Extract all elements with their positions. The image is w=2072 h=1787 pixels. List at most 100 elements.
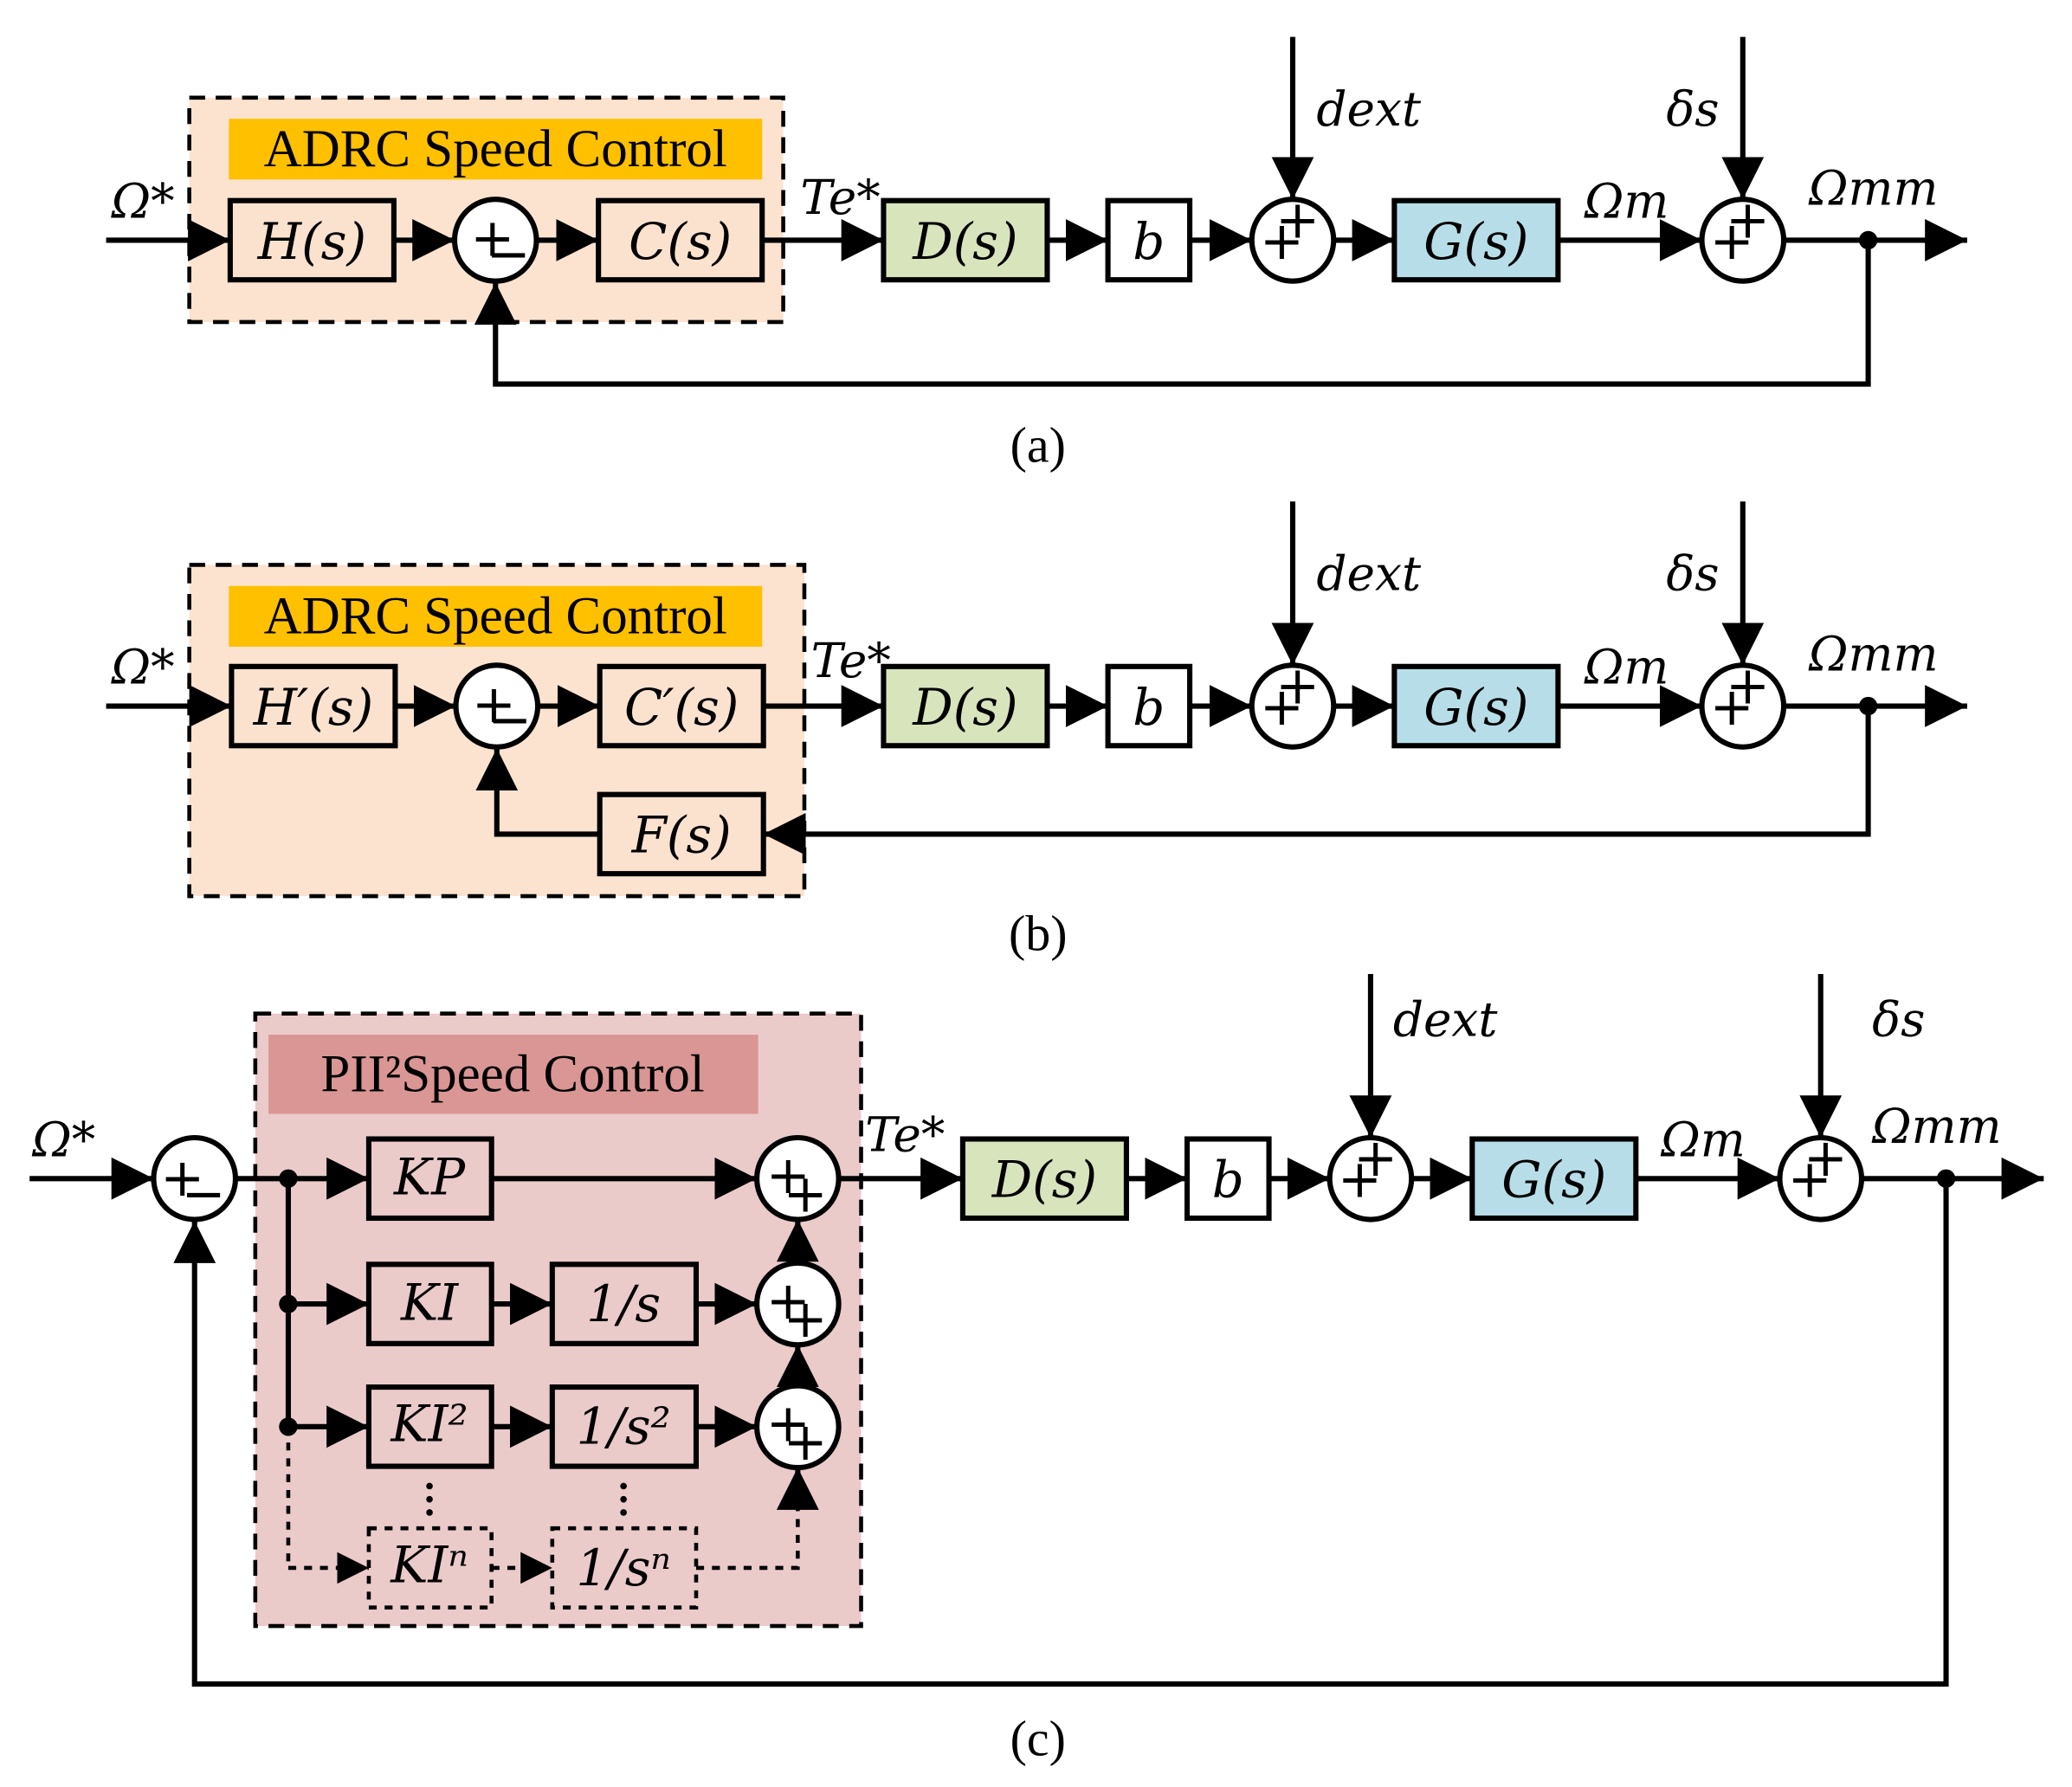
- g-block-c: [1469, 1136, 1639, 1222]
- g-label-a: G(s): [1423, 212, 1528, 271]
- c-label-a: C(s): [629, 212, 732, 271]
- intn-block: [550, 1526, 699, 1610]
- plus-sign: +: [1260, 210, 1304, 272]
- dext-label-b: dext: [1316, 545, 1422, 601]
- ellipsis-dot: [620, 1495, 627, 1503]
- d-label-b: D(s): [912, 678, 1017, 737]
- caption-b: (b): [1009, 906, 1068, 962]
- branch-dot-1: [279, 1169, 298, 1188]
- plus-sign: +: [1338, 1149, 1382, 1210]
- plus-sign: +: [470, 208, 514, 269]
- ellipsis-dot: [620, 1509, 627, 1516]
- h-label-a: H(s): [257, 212, 366, 271]
- g-label-b: G(s): [1423, 678, 1528, 737]
- dext-label-a: dext: [1316, 81, 1422, 137]
- int1-label: 1/s: [586, 1274, 661, 1333]
- plus-sign: +: [1804, 1127, 1848, 1189]
- input-omega-star-b: Ω*: [111, 640, 175, 695]
- ki-block: [365, 1261, 494, 1346]
- plus-sign: +: [1788, 1149, 1832, 1210]
- input-omega-star-c: Ω*: [31, 1112, 95, 1167]
- d-block-b: [881, 663, 1050, 749]
- adrc-title-bg-a: [229, 119, 763, 180]
- c-prime-label-b: C′(s): [624, 678, 739, 737]
- plus-sign: +: [472, 674, 516, 735]
- caption-a: (a): [1010, 417, 1066, 474]
- kp-label: KP: [393, 1148, 466, 1207]
- plus-sign: +: [784, 1411, 828, 1473]
- plus-sign: +: [1710, 676, 1754, 738]
- panel-b: ADRC Speed Control Ω* H′(s) + − C′(s) F(…: [106, 501, 1967, 962]
- h-prime-block-b: [229, 663, 398, 749]
- ellipsis-dot: [426, 1495, 433, 1503]
- te-star-c: Te*: [865, 1106, 945, 1162]
- plus-sign: +: [1710, 210, 1754, 272]
- ki-label: KI: [400, 1273, 459, 1332]
- te-star-b: Te*: [811, 633, 891, 688]
- d-label-c: D(s): [991, 1151, 1097, 1210]
- plus-sign: +: [766, 1270, 810, 1332]
- pickoff-dot-a: [1858, 230, 1878, 250]
- g-block-b: [1391, 663, 1561, 749]
- b-label-a: b: [1133, 212, 1165, 271]
- kin-label: KIⁿ: [390, 1536, 468, 1595]
- intn-label: 1/sⁿ: [576, 1539, 671, 1597]
- ellipsis-dot: [620, 1482, 627, 1490]
- d-label-a: D(s): [912, 212, 1017, 271]
- omega-m-c: Ωm: [1660, 1112, 1746, 1167]
- minus-sign: −: [181, 1163, 225, 1224]
- delta-s-label-a: δs: [1666, 81, 1719, 137]
- omega-m-b: Ωm: [1584, 640, 1669, 695]
- c-prime-block-b: [597, 663, 766, 749]
- plus-sign: +: [160, 1147, 204, 1209]
- adrc-title-bg-b: [229, 585, 763, 647]
- omega-m-a: Ωm: [1584, 174, 1669, 229]
- b-label-c: b: [1212, 1151, 1244, 1210]
- omega-mm-b: Ωmm: [1808, 626, 1939, 681]
- plus-sign: +: [1726, 189, 1770, 250]
- input-omega-star-a: Ω*: [111, 174, 175, 229]
- branch-dot-2: [279, 1294, 298, 1313]
- minus-sign: −: [487, 223, 531, 285]
- plus-sign: +: [1726, 655, 1770, 716]
- kin-block: [366, 1526, 494, 1610]
- b-block-a: [1105, 197, 1193, 283]
- sum-junction-1-a: [451, 197, 539, 284]
- kp-block: [365, 1136, 494, 1222]
- adrc-title-b: ADRC Speed Control: [264, 588, 727, 646]
- branch-dot-3: [279, 1417, 298, 1436]
- plus-sign: +: [784, 1163, 828, 1224]
- adrc-title-a: ADRC Speed Control: [264, 120, 727, 178]
- te-star-a: Te*: [800, 170, 880, 225]
- plus-sign: +: [766, 1393, 810, 1455]
- pickoff-dot-b: [1858, 696, 1878, 716]
- delta-s-label-c: δs: [1872, 992, 1925, 1048]
- ellipsis-dot: [426, 1509, 433, 1516]
- g-label-c: G(s): [1501, 1151, 1606, 1210]
- dext-label-c: dext: [1393, 992, 1499, 1048]
- plus-sign: +: [784, 1288, 828, 1350]
- b-block-c: [1184, 1136, 1272, 1222]
- panel-c: PII²Speed Control Ω* + − KP + + KI 1/s +…: [29, 973, 2044, 1766]
- int2-label: 1/s²: [576, 1397, 670, 1456]
- plus-sign: +: [1275, 655, 1320, 716]
- plus-sign: +: [1275, 189, 1320, 250]
- f-block-b: [597, 791, 766, 877]
- omega-mm-a: Ωmm: [1808, 160, 1939, 216]
- b-label-b: b: [1133, 678, 1165, 737]
- plus-sign: +: [1260, 676, 1304, 738]
- c-block-a: [596, 197, 765, 283]
- f-label-b: F(s): [631, 806, 732, 865]
- plus-sign: +: [1353, 1127, 1397, 1189]
- delta-s-label-b: δs: [1666, 545, 1719, 601]
- minus-sign: −: [487, 689, 532, 751]
- caption-c: (c): [1010, 1710, 1066, 1766]
- plus-sign: +: [766, 1145, 810, 1206]
- panel-a: ADRC Speed Control Ω* H(s) + − C(s) Te* …: [106, 36, 1967, 474]
- pii2-title-bg: [268, 1035, 758, 1114]
- ellipsis-dot: [426, 1482, 433, 1490]
- h-prime-label-b: H′(s): [253, 678, 374, 737]
- omega-mm-c: Ωmm: [1871, 1099, 2002, 1154]
- ki2-label: KI²: [390, 1395, 468, 1454]
